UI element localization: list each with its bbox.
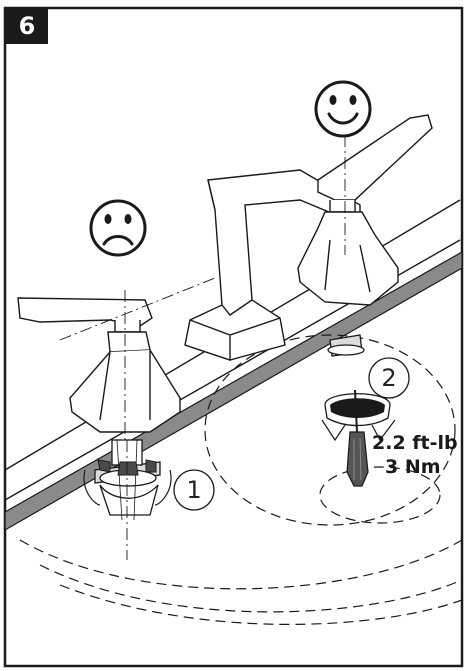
panel-border [3, 6, 464, 668]
callout-circle-2 [368, 357, 410, 399]
step-number-badge: 6 [6, 8, 48, 44]
faucet-spout [184, 169, 361, 361]
callout-label-2: 2 [381, 364, 397, 392]
screwdriver-icon [346, 389, 369, 487]
right-handle [297, 114, 433, 306]
callout-circle-1 [173, 469, 215, 511]
left-handle [17, 297, 181, 433]
wrench-ring [321, 393, 396, 442]
left-mounting-nut [97, 459, 157, 476]
smiley-happy-icon [314, 80, 372, 138]
torque-imperial-label: 2.2 ft-lb [372, 432, 458, 454]
left-valve-assembly [94, 439, 161, 521]
torque-metric-label: 3 Nm [385, 456, 441, 478]
left-handle-axis [59, 277, 216, 341]
callout-label-1: 1 [186, 476, 202, 504]
right-valve-assembly [327, 334, 365, 357]
rotation-arrow-left [83, 469, 172, 506]
sink-basin-outline [19, 334, 463, 625]
smiley-sad-icon [89, 199, 147, 257]
